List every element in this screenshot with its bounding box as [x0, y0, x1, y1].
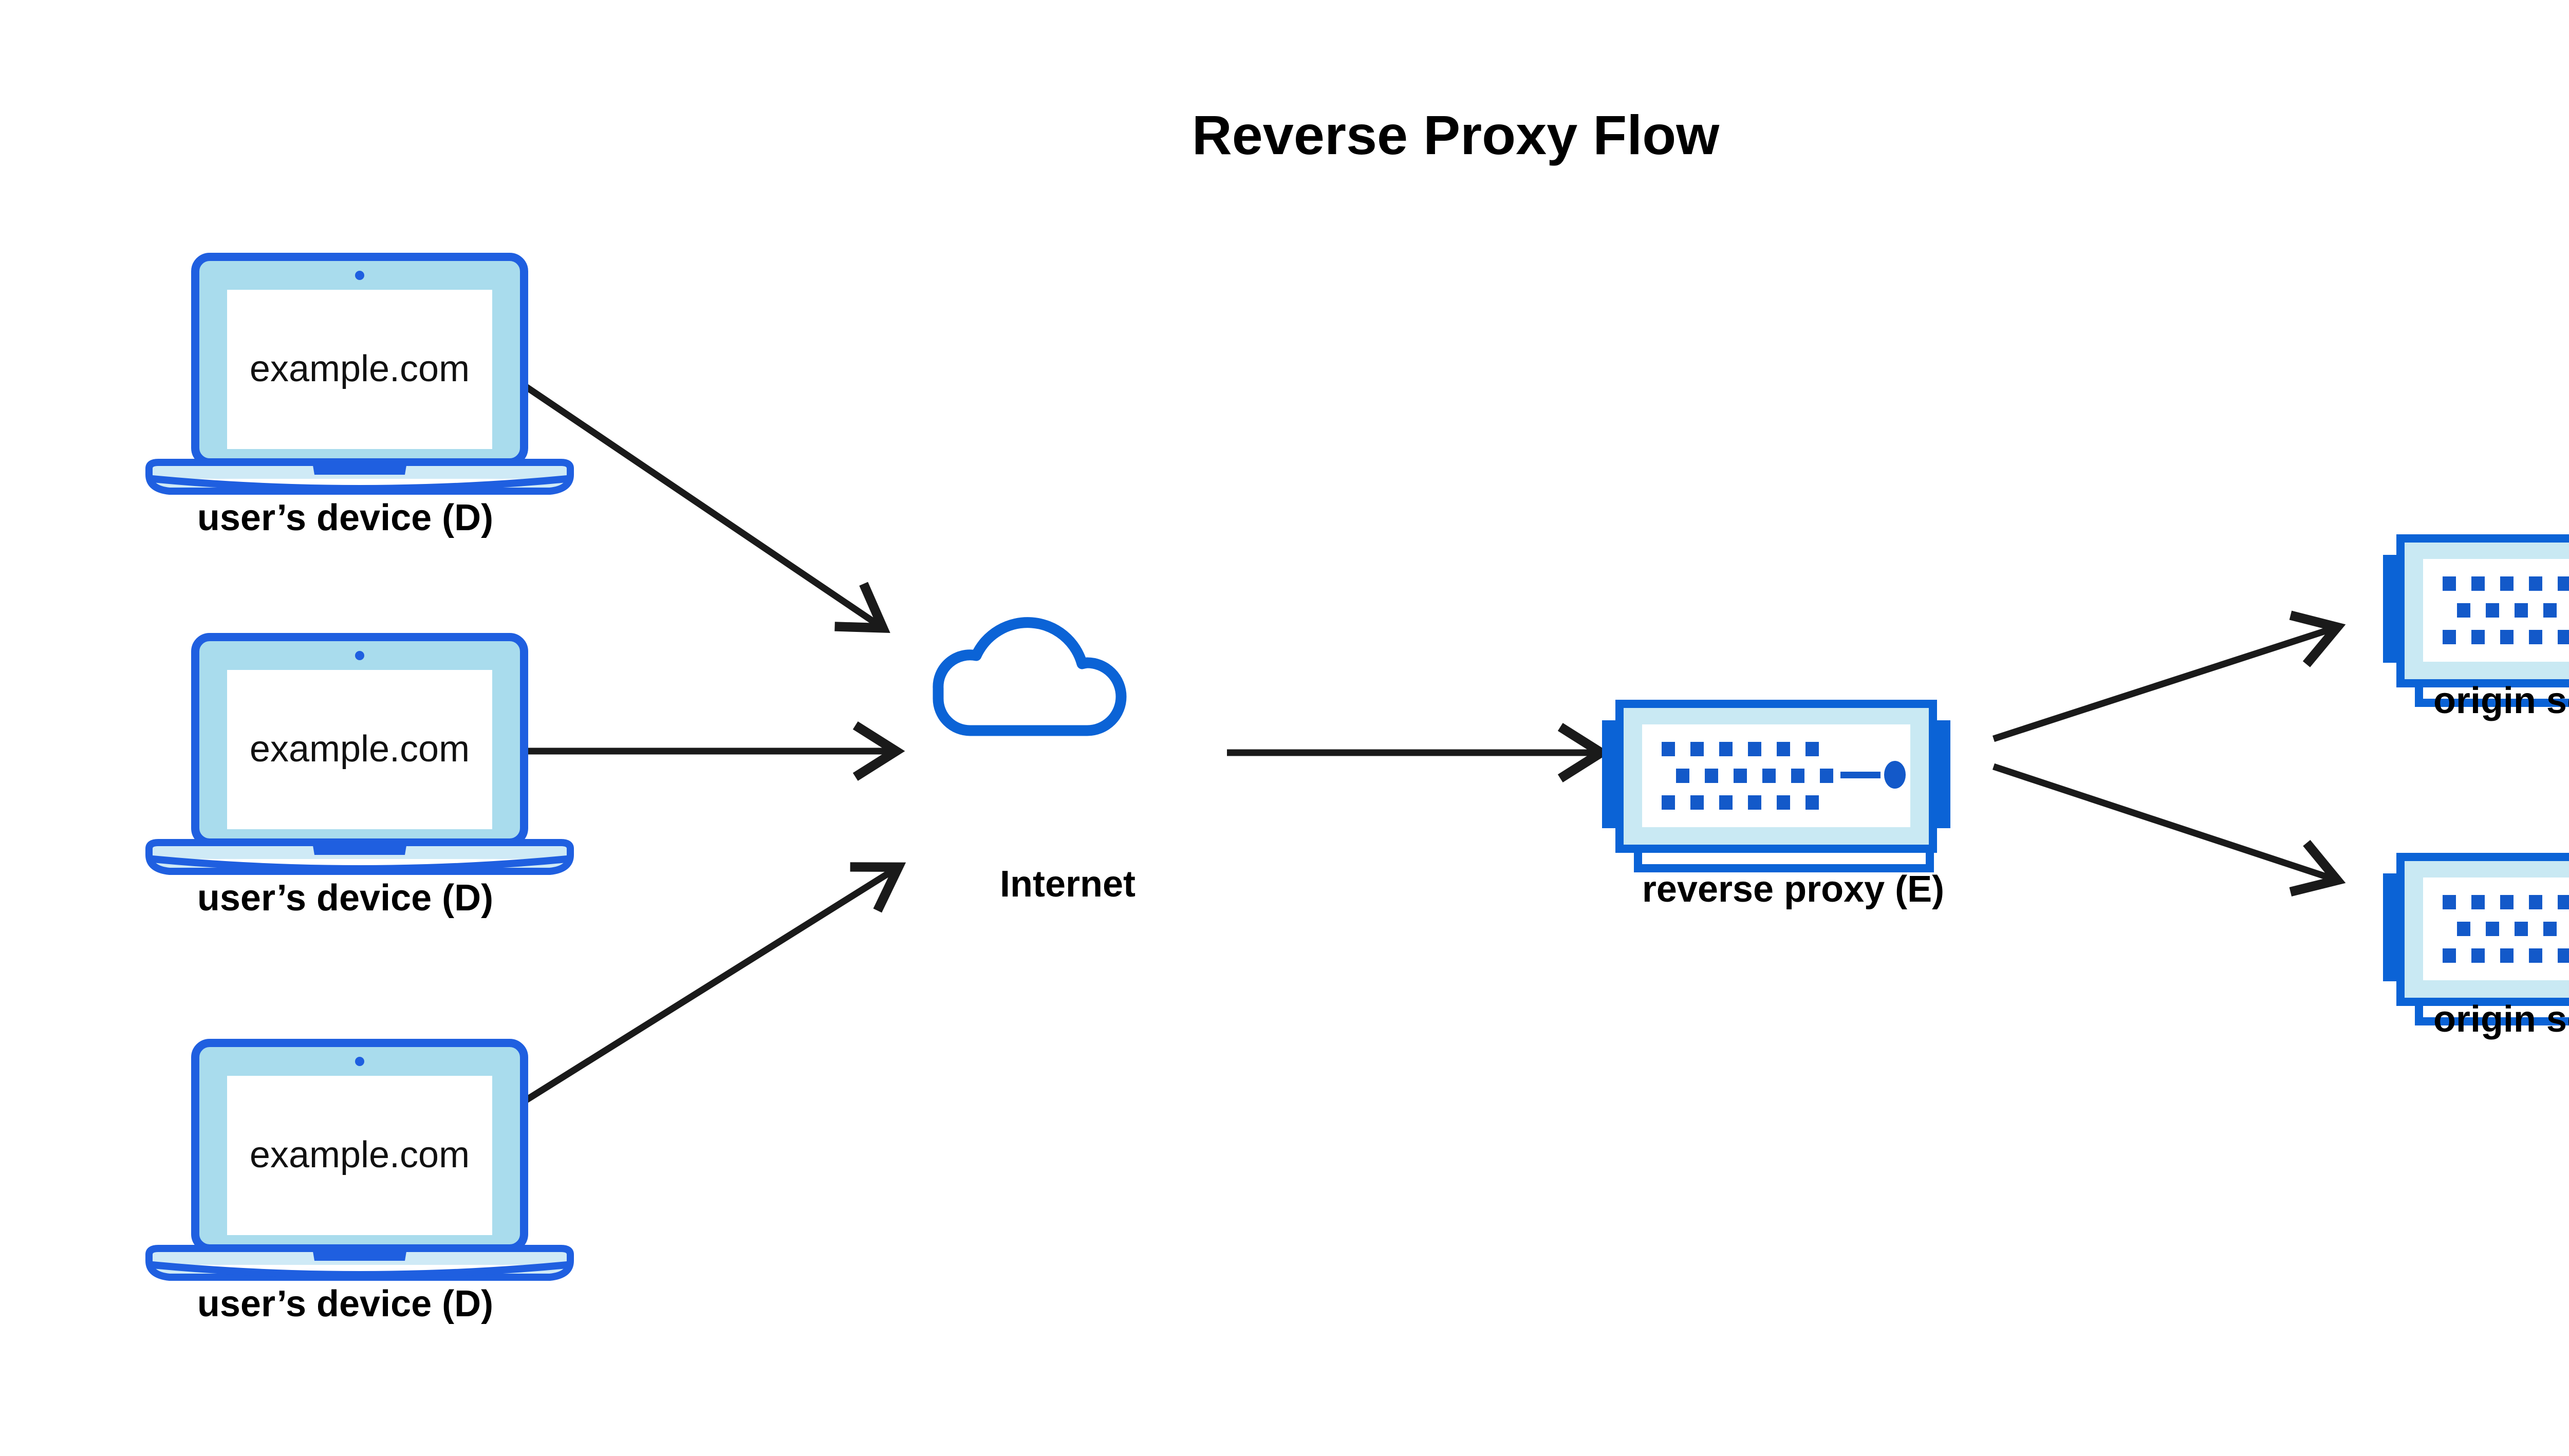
node-label-user-device-3: user’s device (D) — [197, 1283, 493, 1324]
node-user-device-2[interactable]: example.com user’s device (D) — [149, 637, 570, 919]
server-icon — [1602, 704, 1950, 868]
node-label-reverse-proxy: reverse proxy (E) — [1642, 869, 1944, 910]
edges-layer — [492, 372, 2346, 1123]
arrow-proxy-to-origin1 — [1992, 610, 2346, 742]
node-label-internet: Internet — [1000, 864, 1135, 905]
laptop-screen-url: example.com — [250, 348, 470, 389]
node-label-user-device-2: user’s device (D) — [197, 878, 493, 919]
node-label-origin-server-2: origin server (F) — [2433, 999, 2569, 1040]
laptop-screen-url: example.com — [250, 729, 470, 770]
node-user-device-1[interactable]: example.com user’s device (D) — [149, 257, 570, 538]
node-label-origin-server-1: origin server (F) — [2433, 680, 2569, 721]
arrow-device3-to-internet — [492, 862, 906, 1123]
node-origin-server-1[interactable]: origin server (F) — [2383, 538, 2569, 721]
cloud-icon — [938, 623, 1121, 731]
laptop-screen-url: example.com — [250, 1134, 470, 1175]
arrow-proxy-to-origin2 — [1992, 763, 2346, 897]
node-user-device-3[interactable]: example.com user’s device (D) — [149, 1043, 570, 1324]
node-internet[interactable]: Internet — [938, 623, 1135, 905]
node-reverse-proxy[interactable]: reverse proxy (E) — [1602, 704, 1950, 910]
node-label-user-device-1: user’s device (D) — [197, 497, 493, 538]
server-icon — [2383, 538, 2569, 703]
page-title: Reverse Proxy Flow — [1192, 104, 1720, 166]
server-icon — [2383, 857, 2569, 1021]
node-origin-server-2[interactable]: origin server (F) — [2383, 857, 2569, 1040]
arrow-device1-to-internet — [507, 372, 890, 633]
